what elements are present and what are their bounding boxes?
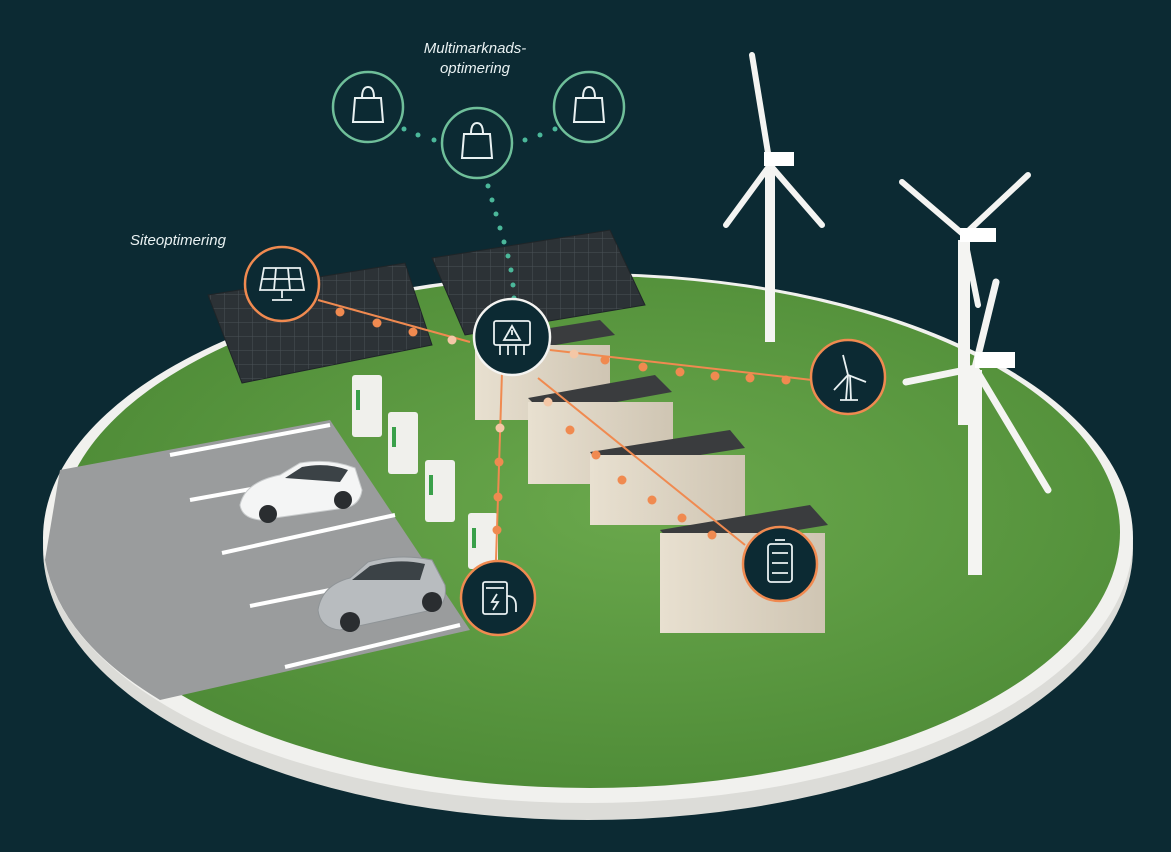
solar-panel-icon xyxy=(258,267,306,301)
shopping-bag-icon xyxy=(460,121,494,159)
battery-node xyxy=(741,525,819,603)
wind-turbines xyxy=(723,52,1052,575)
multimarket-label-line1: Multimarknads- xyxy=(423,40,527,57)
solar-node xyxy=(243,245,321,323)
multimarket-label: Multimarknads- optimering xyxy=(405,39,545,79)
wind-node xyxy=(809,338,887,416)
wind-turbine-icon xyxy=(833,354,867,401)
ev-charger-icon xyxy=(482,581,517,615)
shopping-bag-icon xyxy=(572,85,606,123)
market-node-center xyxy=(440,106,514,180)
electric-car-white xyxy=(239,460,363,523)
market-node-left xyxy=(331,70,405,144)
site-optimization-label: Siteoptimering xyxy=(130,232,226,249)
electric-car-silver xyxy=(317,556,446,632)
shopping-bag-icon xyxy=(351,85,385,123)
battery-icon xyxy=(767,539,793,583)
charger-node xyxy=(459,559,537,637)
controller-node xyxy=(472,297,552,377)
site-controller-icon xyxy=(493,320,531,355)
multimarket-label-line2: optimering xyxy=(439,60,511,77)
market-node-right xyxy=(552,70,626,144)
energy-link-dots xyxy=(335,307,791,540)
ev-chargers xyxy=(352,375,498,569)
